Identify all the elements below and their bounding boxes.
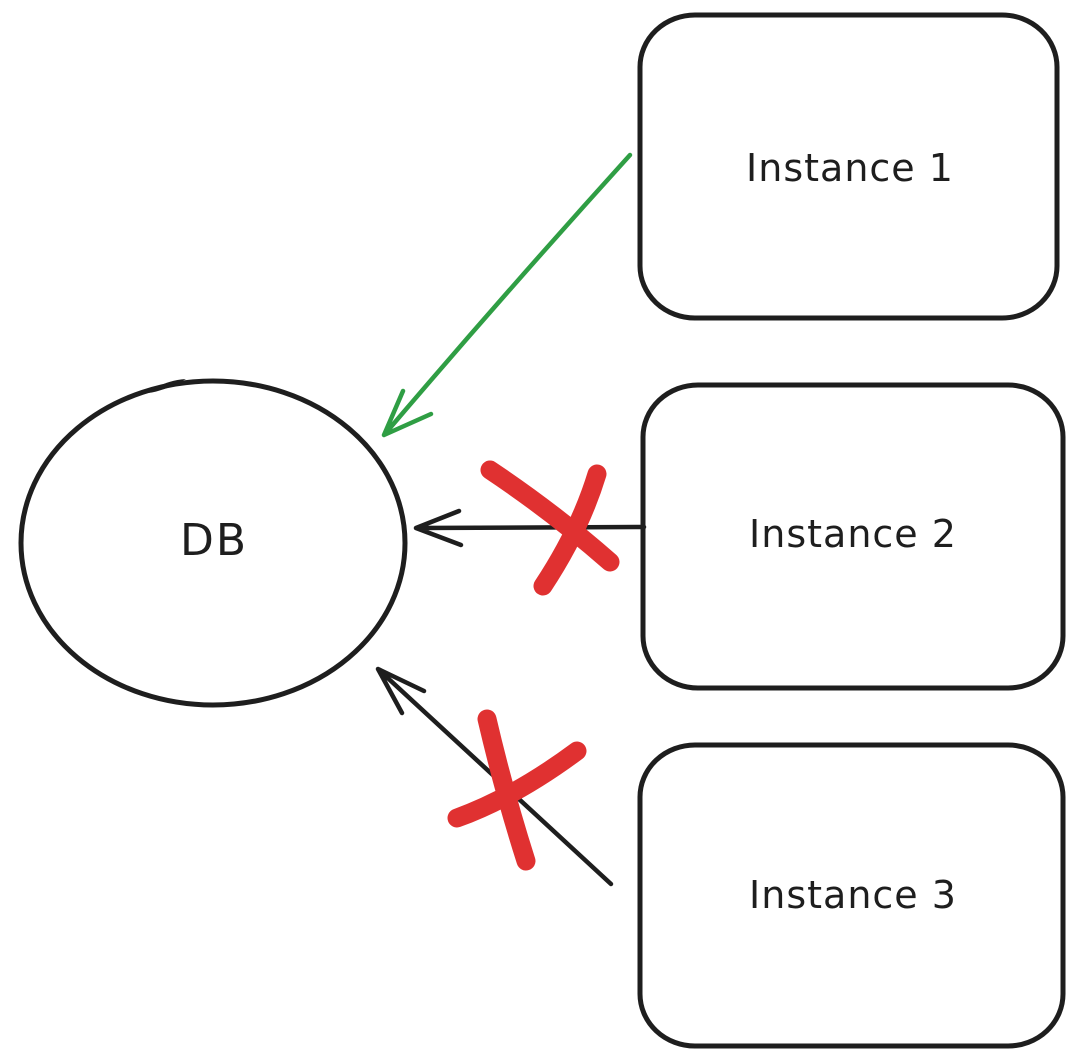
instance-3-box [637,742,1066,1049]
db-label: DB [180,515,248,566]
edge-instance3-to-db [375,666,614,887]
db-circle [18,378,408,708]
red-x-instance2 [480,460,620,596]
green-arrow-instance1-db [381,152,633,438]
db-node: DB [18,378,408,708]
instance-1-node: Instance 1 [637,12,1060,321]
instance-2-node: Instance 2 [640,382,1066,691]
db-circle-pen-overlap [148,379,186,393]
instance-3-node: Instance 3 [637,742,1066,1049]
edge-instance2-to-db [413,460,647,596]
instance-2-label: Instance 2 [749,512,957,556]
edge-instance1-to-db [381,152,633,438]
instance-3-label: Instance 3 [749,873,957,917]
instance-1-box [637,12,1060,321]
instance-2-box [640,382,1066,691]
instance-1-label: Instance 1 [746,146,954,190]
red-x-instance3 [447,709,587,871]
arrow-instance2-db [413,508,647,548]
